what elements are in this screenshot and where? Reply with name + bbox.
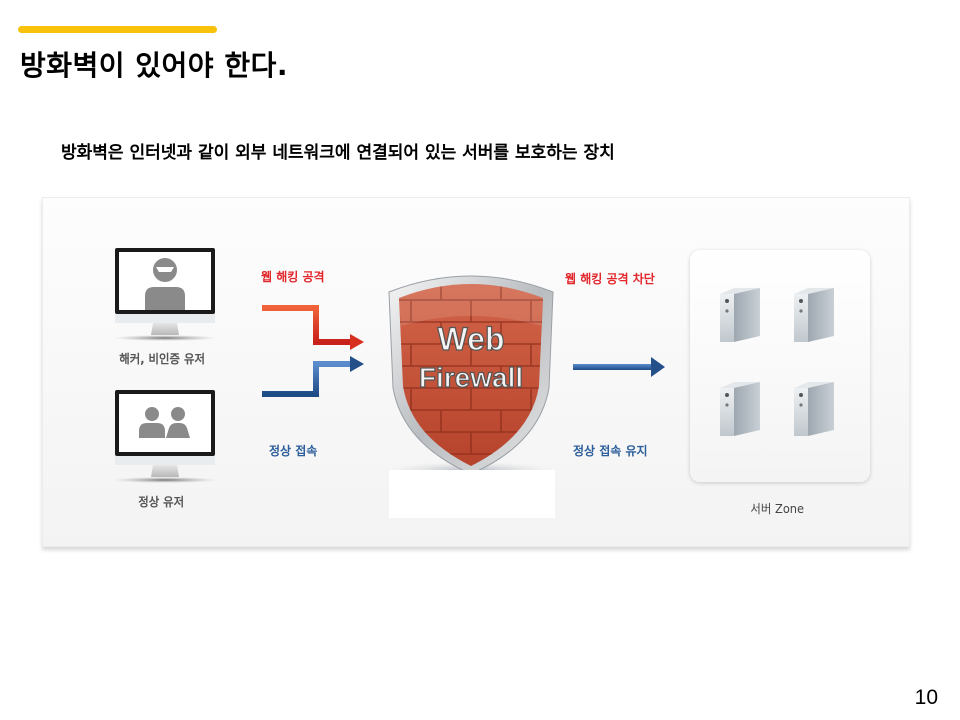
server-zone-label: 서버 Zone bbox=[750, 502, 805, 516]
server-icon bbox=[720, 382, 760, 436]
normal-access-label: 정상 접속 bbox=[269, 444, 318, 458]
users-monitor-icon bbox=[113, 390, 217, 483]
outgoing-arrow-icon bbox=[573, 357, 665, 377]
firewall-diagram: 해커, 비인증 유저 정상 유저 웹 해킹 공격 정상 접속 bbox=[42, 197, 910, 547]
page-number: 10 bbox=[914, 686, 938, 709]
normal-user-label: 정상 유저 bbox=[138, 495, 185, 509]
firewall-text-firewall: Firewall bbox=[419, 362, 523, 393]
server-icon bbox=[794, 288, 834, 342]
server-icon bbox=[720, 288, 760, 342]
hacker-label: 해커, 비인증 유저 bbox=[119, 352, 205, 366]
web-hacking-attack-label: 웹 해킹 공격 bbox=[261, 270, 325, 284]
attack-blocked-label: 웹 해킹 공격 차단 bbox=[565, 272, 655, 286]
hacker-monitor-icon bbox=[113, 248, 217, 341]
title-accent-bar bbox=[18, 26, 217, 33]
blank-caption-area bbox=[389, 470, 555, 518]
web-firewall-shield-icon: Web Firewall bbox=[388, 275, 554, 478]
slide-subtitle: 방화벽은 인터넷과 같이 외부 네트워크에 연결되어 있는 서버를 보호하는 장… bbox=[61, 143, 615, 163]
firewall-text-web: Web bbox=[438, 321, 505, 357]
page-title: 방화벽이 있어야 한다. bbox=[20, 49, 288, 82]
access-maintained-label: 정상 접속 유지 bbox=[573, 444, 648, 458]
server-icon bbox=[794, 382, 834, 436]
server-zone-panel bbox=[690, 250, 870, 482]
incoming-arrows-icon bbox=[262, 305, 364, 397]
